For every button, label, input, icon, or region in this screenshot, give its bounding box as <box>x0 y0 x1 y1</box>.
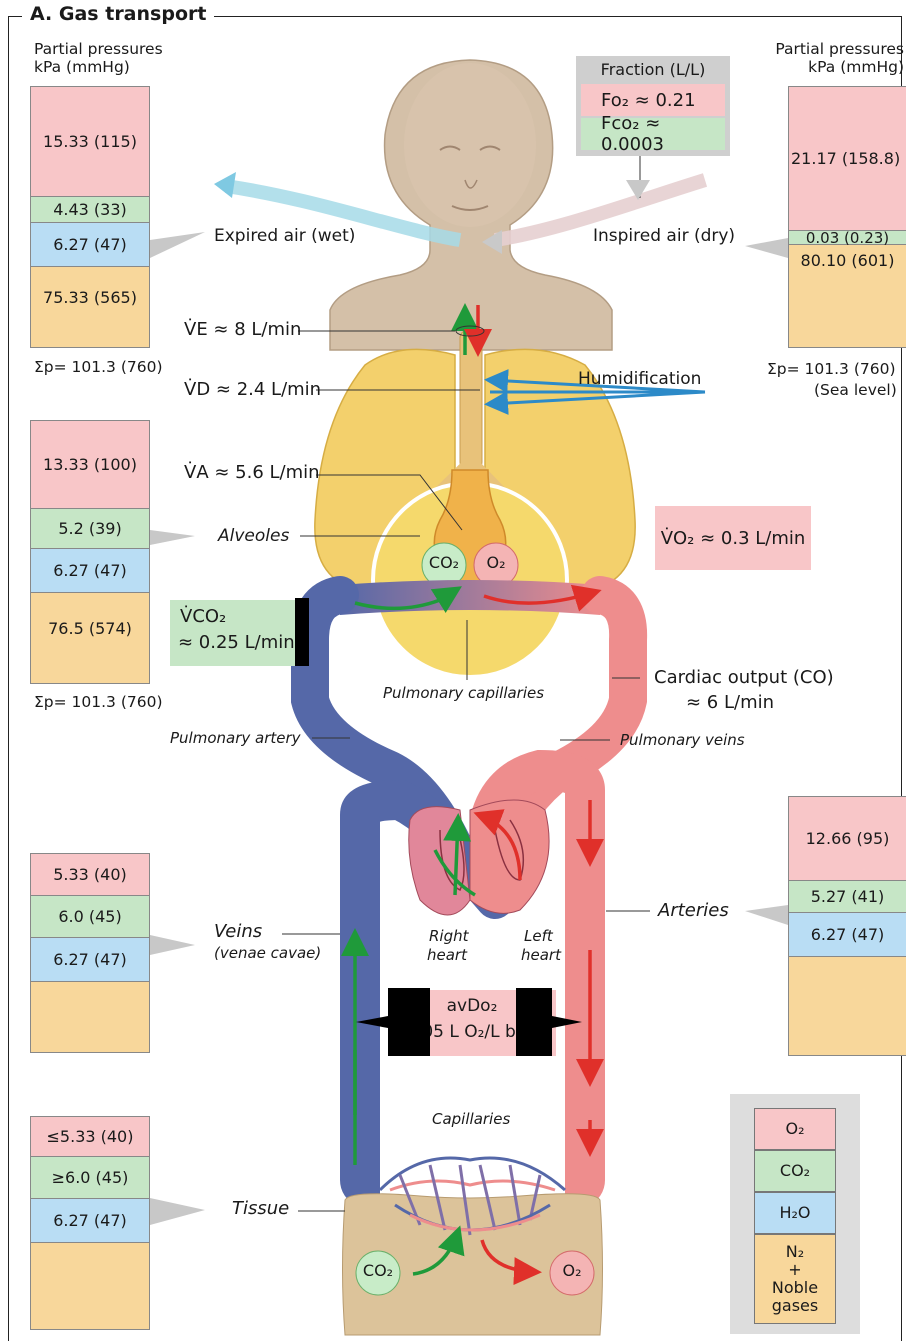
tissue-column: ≤5.33 (40) ≥6.0 (45) 6.27 (47) <box>30 1116 150 1330</box>
inspired-header-line1: Partial pressures <box>770 40 904 58</box>
expired-column-header: Partial pressures kPa (mmHg) <box>34 40 163 76</box>
alveolus-o2-text: O₂ <box>476 553 516 572</box>
alveoles-label: Alveoles <box>218 526 289 546</box>
tissue-n2-segment <box>31 1243 149 1329</box>
expired-n2-value: 75.33 (565) <box>31 267 149 327</box>
co2-output-line2: ≈ 0.25 L/min <box>178 632 295 653</box>
fraction-header: Fraction (L/L) <box>576 60 730 79</box>
veins-label: Veins <box>214 921 262 942</box>
arteries-co2-value: 5.27 (41) <box>789 881 906 913</box>
expired-co2-value: 4.43 (33) <box>31 197 149 223</box>
veins-o2-value: 5.33 (40) <box>31 854 149 896</box>
tissue-label: Tissue <box>232 1198 289 1219</box>
pulmonary-artery-label: Pulmonary artery <box>170 729 301 747</box>
inspired-sum: Σp= 101.3 (760) <box>767 360 896 378</box>
alveoli-o2-value: 13.33 (100) <box>31 421 149 509</box>
head-illustration <box>330 60 612 350</box>
expired-header-line1: Partial pressures <box>34 40 163 58</box>
veins-co2-value: 6.0 (45) <box>31 896 149 938</box>
inspired-air-label: Inspired air (dry) <box>593 226 735 246</box>
aorta-vessel <box>565 790 585 1190</box>
arteries-h2o-value: 6.27 (47) <box>789 913 906 957</box>
pulmonary-capillaries-label: Pulmonary capillaries <box>383 684 544 702</box>
right-heart-label-1: Right <box>429 927 469 945</box>
inspired-co2-value: 0.03 (0.23) <box>789 231 906 245</box>
redaction-bar-left <box>388 988 430 1056</box>
venae-cavae-label: (venae cavae) <box>214 944 321 962</box>
co2-output-box: V̇CO₂ ≈ 0.25 L/min <box>170 600 300 666</box>
expired-air-column: 15.33 (115) 4.43 (33) 6.27 (47) 75.33 (5… <box>30 86 150 348</box>
veins-h2o-value: 6.27 (47) <box>31 938 149 982</box>
fraction-fo2: Fo₂ ≈ 0.21 <box>581 84 725 116</box>
expired-h2o-value: 6.27 (47) <box>31 223 149 267</box>
right-heart-label-2: heart <box>427 946 467 964</box>
alveoli-column: 13.33 (100) 5.2 (39) 6.27 (47) 76.5 (574… <box>30 420 150 684</box>
legend-o2: O₂ <box>754 1108 836 1150</box>
legend-n2-line1: N₂ <box>786 1243 804 1261</box>
humidification-label: Humidification <box>578 369 701 389</box>
tissue-h2o-value: 6.27 (47) <box>31 1199 149 1243</box>
redaction-bar-right <box>516 988 552 1056</box>
expired-header-line2: kPa (mmHg) <box>34 58 163 76</box>
alveoli-h2o-value: 6.27 (47) <box>31 549 149 593</box>
expired-air-label: Expired air (wet) <box>214 226 355 246</box>
inspired-header-line2: kPa (mmHg) <box>770 58 904 76</box>
expired-sum: Σp= 101.3 (760) <box>34 358 163 376</box>
alveolar-ventilation-label: V̇A ≈ 5.6 L/min <box>184 462 320 483</box>
heart-illustration <box>409 800 549 915</box>
arteries-column: 12.66 (95) 5.27 (41) 6.27 (47) <box>788 796 906 1056</box>
arteries-o2-value: 12.66 (95) <box>789 797 906 881</box>
oxygen-uptake-box: V̇O₂ ≈ 0.3 L/min <box>655 506 811 570</box>
cardiac-output-label: Cardiac output (CO) <box>654 667 834 688</box>
legend: O₂ CO₂ H₂O N₂ + Noble gases <box>730 1094 860 1334</box>
pulmonary-veins-label: Pulmonary veins <box>620 731 745 749</box>
alveoli-co2-value: 5.2 (39) <box>31 509 149 549</box>
tissue-co2-value: ≥6.0 (45) <box>31 1157 149 1199</box>
veins-column: 5.33 (40) 6.0 (45) 6.27 (47) <box>30 853 150 1053</box>
alveolus-co2-text: CO₂ <box>424 553 464 572</box>
legend-n2-line3: Noble <box>772 1279 818 1297</box>
inspired-o2-value: 21.17 (158.8) <box>789 87 906 231</box>
fraction-fco2: Fco₂ ≈ 0.0003 <box>581 118 725 150</box>
legend-co2: CO₂ <box>754 1150 836 1192</box>
fraction-box: Fraction (L/L) Fo₂ ≈ 0.21 Fco₂ ≈ 0.0003 <box>576 56 730 156</box>
inspired-sea-level-note: (Sea level) <box>814 381 897 399</box>
expired-o2-value: 15.33 (115) <box>31 87 149 197</box>
dead-space-ventilation-label: V̇D ≈ 2.4 L/min <box>184 379 321 400</box>
inspired-n2-value: 80.10 (601) <box>789 245 906 295</box>
pulmonary-capillary-band <box>340 580 600 615</box>
vena-cava-vessel <box>360 815 380 1190</box>
capillaries-label: Capillaries <box>432 1110 510 1128</box>
legend-n2-line2: + <box>788 1261 801 1279</box>
inspired-column-header: Partial pressures kPa (mmHg) <box>770 40 904 76</box>
legend-h2o: H₂O <box>754 1192 836 1234</box>
cardiac-output-value: ≈ 6 L/min <box>686 692 774 713</box>
tissue-o2-value: ≤5.33 (40) <box>31 1117 149 1157</box>
veins-n2-segment <box>31 982 149 1052</box>
arteries-label: Arteries <box>658 900 729 921</box>
alveoli-n2-value: 76.5 (574) <box>31 593 149 663</box>
legend-n2-line4: gases <box>772 1297 818 1315</box>
arteries-n2-segment <box>789 957 906 1037</box>
legend-n2: N₂ + Noble gases <box>754 1234 836 1324</box>
inspired-air-column: 21.17 (158.8) 0.03 (0.23) 80.10 (601) <box>788 86 906 348</box>
tissue-o2-text: O₂ <box>550 1261 594 1280</box>
alveoli-sum: Σp= 101.3 (760) <box>34 693 163 711</box>
tissue-co2-text: CO₂ <box>356 1261 400 1280</box>
redaction-bar <box>295 598 309 666</box>
left-heart-label-2: heart <box>521 946 561 964</box>
co2-output-line1: V̇CO₂ <box>180 606 226 627</box>
minute-ventilation-label: V̇E ≈ 8 L/min <box>184 319 301 340</box>
left-heart-label-1: Left <box>524 927 553 945</box>
